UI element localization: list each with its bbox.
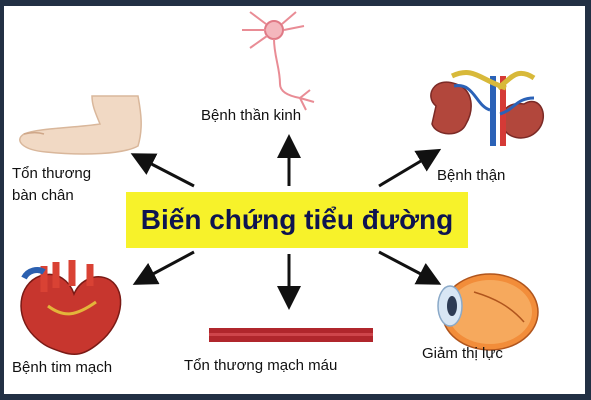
- label-neuropathy: Bệnh thần kinh: [201, 107, 302, 124]
- arrows: [130, 134, 442, 310]
- center-title-box: Biến chứng tiểu đường: [126, 192, 468, 248]
- kidney-icon: [430, 70, 544, 146]
- neuron-icon: [242, 11, 315, 111]
- diagram-panel: Bệnh thần kinh Tổn thương bàn chân Bệnh …: [4, 6, 585, 394]
- heart-icon: [20, 260, 122, 356]
- foot-icon: [19, 95, 142, 155]
- eye-icon: [437, 273, 539, 351]
- label-heart: Bệnh tim mạch: [12, 359, 113, 376]
- arrow-up-right: [378, 148, 442, 188]
- arrow-down-right: [378, 250, 442, 285]
- arrow-down-left: [132, 250, 195, 285]
- label-foot-line2: bàn chân: [12, 187, 74, 204]
- label-foot-line1: Tổn thương: [12, 165, 92, 182]
- label-vision: Giảm thị lực: [422, 345, 503, 362]
- blood-vessel-icon: [209, 328, 373, 342]
- diagram-graphics: [19, 11, 544, 356]
- arrow-up-left: [130, 153, 195, 188]
- label-blood-vessel: Tổn thương mạch máu: [184, 357, 338, 374]
- label-kidney: Bệnh thận: [437, 167, 506, 184]
